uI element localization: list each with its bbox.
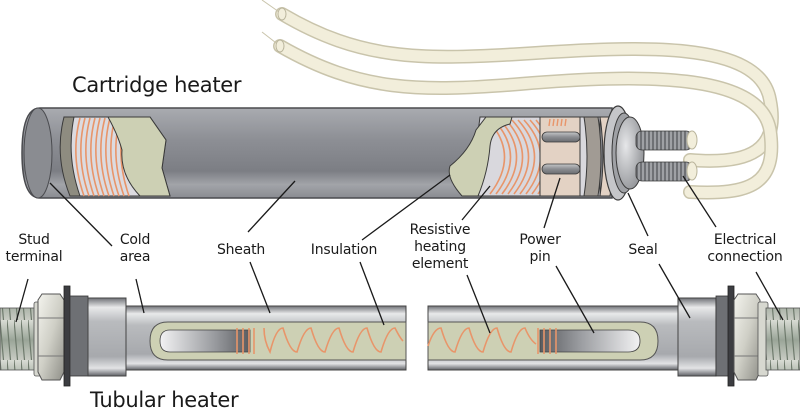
leader-resistive-bottom <box>466 274 491 334</box>
nut-left <box>37 293 65 381</box>
cartridge-seal <box>603 105 645 201</box>
leader-cold-area-top <box>49 182 113 247</box>
power-pin-right <box>539 329 641 353</box>
label-cold-area: Cold area <box>119 232 151 265</box>
leader-electrical-bottom <box>755 271 784 321</box>
cartridge-heater <box>21 105 698 201</box>
leader-power-pin-top <box>543 177 561 229</box>
leader-sheath-bottom <box>249 261 271 314</box>
leader-power-pin-bottom <box>555 265 595 334</box>
leader-lines <box>15 174 784 334</box>
label-stud-terminal: Stud terminal <box>5 232 63 265</box>
seal-collar-right <box>677 297 717 377</box>
tubular-heater <box>0 285 800 387</box>
label-seal: Seal <box>628 242 658 258</box>
leader-seal-top <box>627 192 649 237</box>
heating-coil-right <box>427 327 557 354</box>
label-resistive-heating-element: Resistive heating element <box>409 222 471 272</box>
leader-stud-terminal <box>15 278 29 323</box>
leader-seal-bottom <box>658 263 691 319</box>
leader-insulation-top <box>361 174 451 241</box>
tubular-heater-title: Tubular heater <box>90 388 239 412</box>
stud-terminal-right <box>765 307 800 371</box>
label-electrical-connection: Electrical connection <box>707 232 783 265</box>
leader-electrical-top <box>682 175 717 228</box>
label-sheath: Sheath <box>216 242 266 258</box>
leader-cold-area-bottom <box>135 278 145 314</box>
power-pin-left <box>159 329 251 353</box>
leader-resistive-top <box>461 185 491 221</box>
cold-area-cutaway <box>59 116 171 197</box>
leader-sheath-top <box>247 180 296 233</box>
label-power-pin: Power pin <box>519 232 561 265</box>
cartridge-heater-title: Cartridge heater <box>72 73 242 97</box>
nut-right <box>733 293 761 381</box>
stud-terminal-left <box>0 307 37 371</box>
cartridge-end-cap <box>23 107 53 199</box>
lead-wires <box>261 0 779 200</box>
leader-insulation-bottom <box>359 261 385 326</box>
power-end-cutaway <box>448 116 614 197</box>
washer-left <box>63 285 71 387</box>
power-pin-top <box>541 131 581 143</box>
heating-coil-left <box>236 327 404 355</box>
power-pin-bottom <box>541 163 581 175</box>
label-insulation: Insulation <box>310 242 378 258</box>
cold-area-collar-left <box>87 297 127 377</box>
washer-right <box>727 285 735 387</box>
cartridge-leads <box>635 130 698 182</box>
